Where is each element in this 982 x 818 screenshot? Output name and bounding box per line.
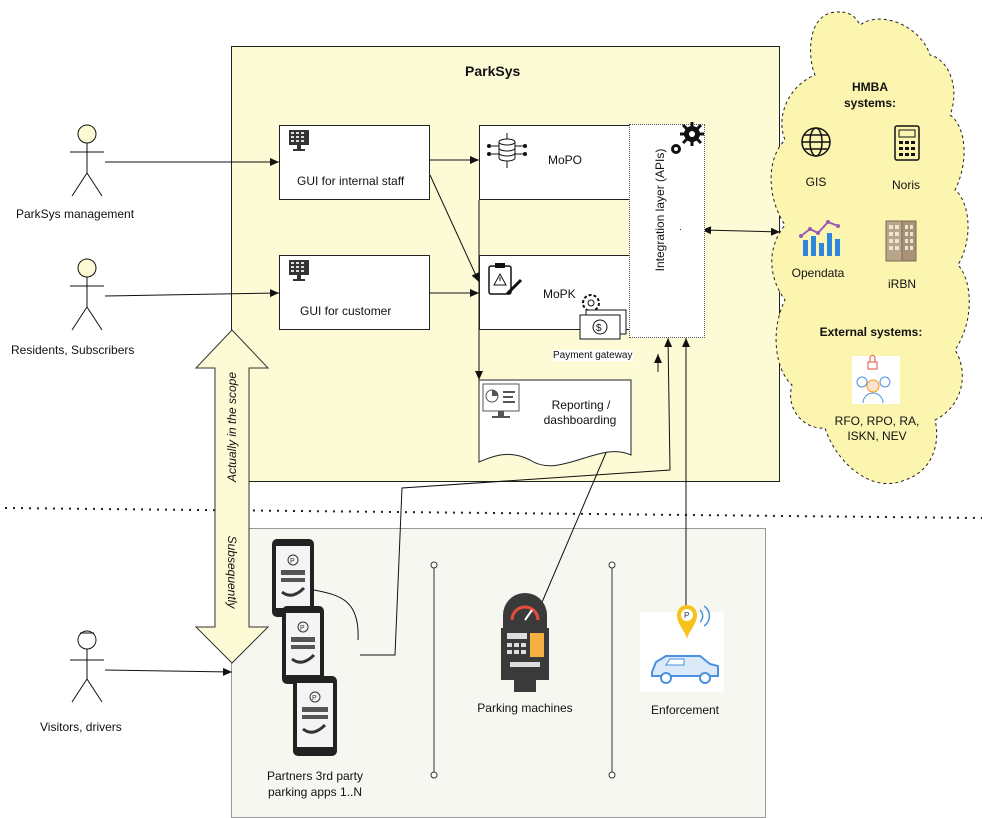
gui-internal-staff-label: GUI for internal staff xyxy=(297,174,405,188)
reporting-label-line1: Reporting / xyxy=(551,398,611,412)
parking-meter-icon xyxy=(501,593,549,692)
money-icon: $ xyxy=(579,309,627,340)
external-systems-line1: RFO, RPO, RA, xyxy=(834,414,920,428)
dashboard-monitor-icon xyxy=(482,383,520,418)
calculator-icon xyxy=(894,125,920,161)
actor-label: ParkSys management xyxy=(16,207,135,221)
analytics-chart-icon xyxy=(799,220,840,256)
monitor-icon xyxy=(289,130,309,151)
external-systems-title: External systems: xyxy=(819,325,923,339)
svg-text:P: P xyxy=(312,695,317,702)
parking-machines-label: Parking machines xyxy=(477,701,573,715)
partners-label-line1: Partners 3rd party xyxy=(266,769,364,783)
hmba-item-label: Opendata xyxy=(791,266,845,280)
integration-layer-dot: . xyxy=(679,222,682,233)
phone-parking-icon: P xyxy=(282,606,324,684)
gui-internal-staff-box[interactable]: GUI for internal staff xyxy=(279,125,430,200)
parksys-title: ParkSys xyxy=(465,63,521,79)
monitor-icon xyxy=(289,260,309,281)
enforcement-label: Enforcement xyxy=(650,703,720,717)
clipboard-warning-icon xyxy=(488,263,523,296)
partners-label-line2: parking apps 1..N xyxy=(267,785,363,799)
phone-parking-icon: P xyxy=(293,676,337,756)
mopo-box[interactable]: MoPO xyxy=(479,125,631,200)
integration-layer-box[interactable] xyxy=(629,124,705,338)
hmba-title-line1: HMBA xyxy=(852,80,888,94)
svg-text:P: P xyxy=(300,625,305,632)
globe-icon xyxy=(801,127,831,157)
payment-gateway-label[interactable]: Payment gateway xyxy=(553,350,633,361)
hmba-item-label: Noris xyxy=(891,178,920,192)
gear-icon xyxy=(582,294,600,312)
stick-figure-icon xyxy=(70,258,104,331)
scope-separator xyxy=(4,507,982,519)
mopo-label: MoPO xyxy=(548,153,583,167)
svg-text:$: $ xyxy=(596,323,602,334)
hmba-title-line2: systems: xyxy=(843,96,897,110)
external-systems-line2: ISKN, NEV xyxy=(847,429,907,443)
database-network-icon xyxy=(487,133,527,168)
svg-text:P: P xyxy=(290,558,295,565)
enforcement-car-icon: P xyxy=(640,605,724,692)
svg-text:P: P xyxy=(684,611,689,620)
stick-figure-icon xyxy=(70,630,104,703)
buildings-icon xyxy=(885,220,917,262)
phone-parking-icon: P xyxy=(272,539,314,617)
mopk-label: MoPK xyxy=(543,287,576,301)
stick-figure-icon xyxy=(70,124,104,197)
gui-customer-box[interactable]: GUI for customer xyxy=(279,255,430,330)
gears-icon xyxy=(671,122,704,154)
actor-label: Visitors, drivers xyxy=(40,720,122,734)
hmba-item-label: iRBN xyxy=(887,277,916,291)
hmba-item-label: GIS xyxy=(805,175,827,189)
gui-customer-label: GUI for customer xyxy=(300,304,392,318)
actor-label: Residents, Subscribers xyxy=(11,343,135,357)
reporting-label-line2: dashboarding xyxy=(543,413,617,427)
secure-users-icon xyxy=(852,355,900,404)
